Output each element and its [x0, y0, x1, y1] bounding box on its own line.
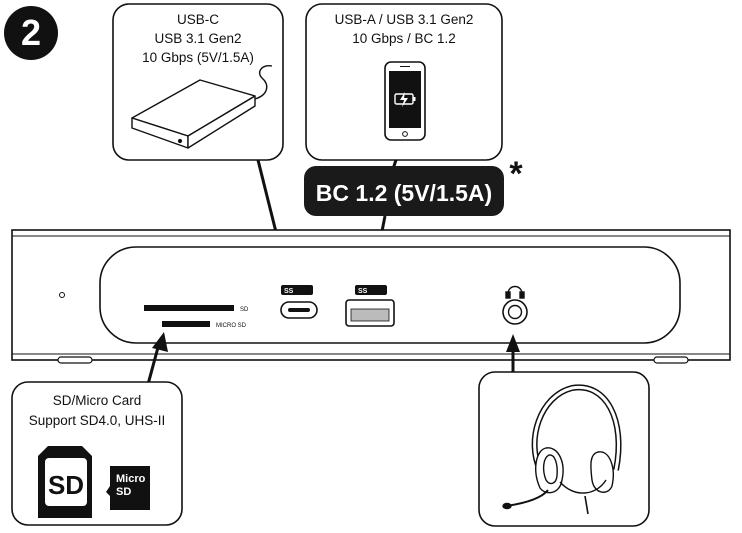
status-led — [59, 292, 65, 298]
usb-a-callout: USB-A / USB 3.1 Gen2 10 Gbps / BC 1.2 — [305, 3, 503, 161]
dock-foot-right — [653, 356, 689, 364]
usb-a-callout-line1: USB-A / USB 3.1 Gen2 — [335, 12, 474, 27]
micro-sd-slot — [162, 321, 210, 327]
usb-c-port: SS — [280, 285, 318, 319]
sd-callout-line1: SD/Micro Card — [53, 393, 142, 408]
sd-card-logo: SD — [48, 470, 84, 500]
micro-sd-logo-line2: SD — [116, 486, 131, 498]
headphone-icon — [505, 285, 525, 299]
usb-a-ss-logo: SS — [358, 288, 368, 295]
audio-jack — [502, 285, 528, 325]
smartphone-icon — [384, 61, 426, 141]
micro-sd-slot-label: MICRO SD — [216, 323, 247, 329]
sd-card-icon: SD — [38, 446, 92, 518]
headset-icon — [502, 384, 622, 515]
usb-c-callout-line1: USB-C — [177, 12, 219, 27]
usb-a-callout-line2: 10 Gbps / BC 1.2 — [352, 31, 456, 46]
bc12-asterisk: * — [509, 155, 523, 193]
usb-c-callout-line2: USB 3.1 Gen2 — [154, 31, 241, 46]
dock-front-panel: SD MICRO SD SS SS — [11, 229, 731, 364]
dock-foot-left — [57, 356, 93, 364]
port-recess — [99, 246, 681, 344]
sd-callout-line2: Support SD4.0, UHS-II — [29, 413, 166, 428]
micro-sd-card-icon: Micro SD — [106, 466, 150, 510]
sd-card-slot — [144, 305, 234, 311]
usb-a-port: SS — [345, 285, 395, 327]
sd-card-callout: SD/Micro Card Support SD4.0, UHS-II SD M… — [11, 381, 183, 526]
step-number: 2 — [21, 12, 41, 53]
connector-lines-bottom — [145, 332, 520, 389]
charging-battery-icon — [394, 92, 416, 107]
bc12-badge: BC 1.2 (5V/1.5A) * — [304, 155, 523, 216]
micro-sd-logo-line1: Micro — [116, 473, 146, 485]
usb-c-ss-logo: SS — [284, 288, 294, 295]
step-number-badge: 2 — [4, 6, 58, 60]
bc12-badge-label: BC 1.2 (5V/1.5A) — [316, 180, 492, 206]
usb-c-callout-line3: 10 Gbps (5V/1.5A) — [142, 50, 254, 65]
headset-callout — [478, 371, 650, 527]
external-drive-icon — [131, 64, 273, 149]
usb-c-callout: USB-C USB 3.1 Gen2 10 Gbps (5V/1.5A) — [112, 3, 284, 161]
sd-slot-label: SD — [240, 307, 249, 313]
